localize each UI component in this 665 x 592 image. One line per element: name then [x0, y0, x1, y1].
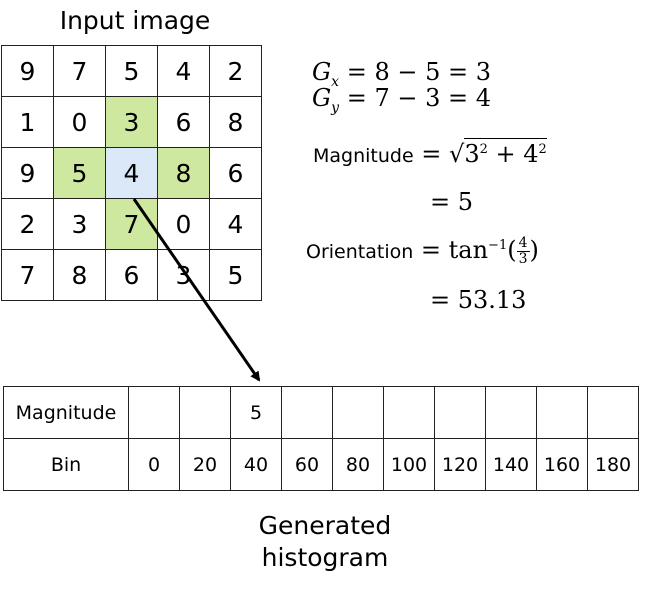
orientation-result: = 53.13	[430, 286, 527, 314]
grid-cell: 8	[53, 249, 106, 301]
grid-cell: 8	[209, 96, 262, 148]
grid-cell: 5	[209, 249, 262, 301]
grid-cell: 5	[53, 147, 106, 199]
histogram-magnitude-row: Magnitude 5	[3, 386, 639, 439]
pixel-to-histogram-arrow	[132, 198, 261, 382]
grid-cell: 9	[1, 147, 54, 199]
grid-cell: 6	[105, 249, 158, 301]
gy-value: = 7 − 3 = 4	[346, 84, 492, 112]
grid-cell: 2	[209, 45, 262, 97]
grid-cell: 3	[157, 249, 210, 301]
histogram-magnitude-cell	[332, 386, 384, 439]
histogram-bin-cell: 40	[230, 438, 282, 491]
grid-cell: 4	[105, 147, 158, 199]
grid-cell: 7	[53, 45, 106, 97]
magnitude-label: Magnitude	[313, 145, 414, 167]
histogram-magnitude-cell	[536, 386, 588, 439]
caption-line-2: histogram	[261, 543, 389, 572]
histogram-bin-cell: 160	[536, 438, 588, 491]
histogram-bin-cell: 120	[434, 438, 486, 491]
histogram-bin-cell: 20	[179, 438, 231, 491]
magnitude-result: = 5	[430, 188, 474, 216]
grid-cell: 9	[1, 45, 54, 97]
gx-equation: Gx = 8 − 5 = 3	[312, 58, 491, 90]
histogram-magnitude-cell	[434, 386, 486, 439]
grid-cell: 0	[53, 96, 106, 148]
gx-value: = 8 − 5 = 3	[346, 58, 491, 86]
input-image-title: Input image	[59, 6, 211, 35]
grid-cell: 6	[209, 147, 262, 199]
grid-cell: 7	[105, 198, 158, 250]
grid-cell: 8	[157, 147, 210, 199]
gy-equation: Gy = 7 − 3 = 4	[312, 84, 492, 116]
histogram-magnitude-label: Magnitude	[3, 386, 129, 439]
histogram-bin-cell: 140	[485, 438, 537, 491]
grid-cell: 5	[105, 45, 158, 97]
grid-cell: 3	[105, 96, 158, 148]
histogram-bin-cell: 80	[332, 438, 384, 491]
orientation-label: Orientation	[306, 241, 414, 263]
histogram-bin-cell: 60	[281, 438, 333, 491]
histogram-caption: Generated histogram	[225, 510, 425, 574]
grid-cell: 2	[1, 198, 54, 250]
histogram-bin-cell: 180	[587, 438, 639, 491]
caption-line-1: Generated	[258, 511, 392, 540]
grid-cell: 6	[157, 96, 210, 148]
magnitude-equation: Magnitude = √32 + 42	[313, 138, 547, 168]
